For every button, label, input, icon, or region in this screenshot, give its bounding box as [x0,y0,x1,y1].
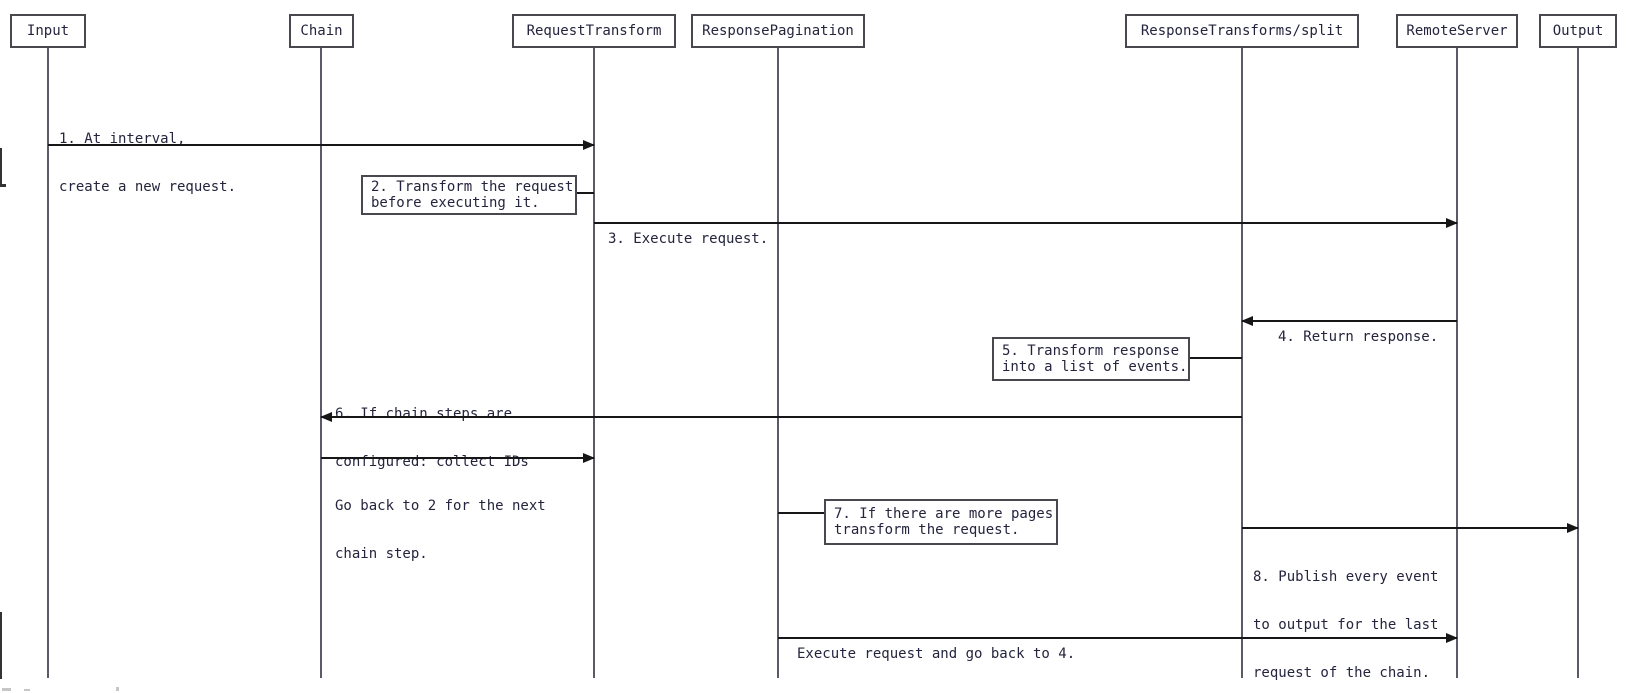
actor-label-request-transform: RequestTransform [526,23,662,39]
message-label-go-back-to-2: Go back to 2 for the next chain step. [335,466,546,594]
message-label-1: 1. At interval, create a new request. [59,99,236,227]
note-7-line-2: transform the request. [834,522,1020,538]
message-label-execute-again-line-1: Execute request and go back to 4. [797,646,1076,662]
note-7-line-1: 7. If there are more pages [834,506,1054,522]
message-label-4: 4. Return response. [1278,297,1438,377]
message-label-8-line-3: request of the chain. [1253,665,1431,681]
actor-box-response-pagination: ResponsePagination [691,14,865,48]
lifeline-response-transforms-split [1241,48,1243,678]
message-label-1-line-2: create a new request. [59,179,237,195]
note-5-line-1: 5. Transform response [1002,343,1180,359]
message-label-8: 8. Publish every event to output for the… [1253,537,1438,693]
note-box-5: 5. Transform response into a list of eve… [992,337,1190,381]
message-label-8-line-1: 8. Publish every event [1253,569,1439,585]
note-2-line-2: before executing it. [371,195,540,211]
message-label-6-line-1: 6. If chain steps are [335,406,513,422]
bottom-edge-artifact-3 [116,687,119,691]
message-label-4-line-1: 4. Return response. [1278,329,1439,345]
lifeline-response-pagination [777,48,779,678]
actor-label-remote-server: RemoteServer [1406,23,1508,39]
note-2-line-1: 2. Transform the request [371,179,574,195]
actor-label-chain: Chain [300,23,343,39]
arrowhead-left-icon [320,412,332,422]
left-edge-artifact-bottom [0,612,2,679]
arrowhead-right-icon [1446,218,1458,228]
lifeline-request-transform [593,48,595,678]
arrowhead-right-icon [1446,633,1458,643]
note-box-7: 7. If there are more pages transform the… [824,499,1058,545]
note-2-connector [577,192,594,194]
note-box-2: 2. Transform the request before executin… [361,175,577,215]
message-label-3: 3. Execute request. [608,199,768,279]
bottom-edge-artifact-1 [2,688,11,691]
lifeline-remote-server [1456,48,1458,678]
arrowhead-right-icon [583,140,595,150]
actor-box-input: Input [10,14,86,48]
message-arrow-execute-again [778,633,1458,643]
actor-box-response-transforms-split: ResponseTransforms/split [1125,14,1359,48]
actor-label-response-transforms-split: ResponseTransforms/split [1140,23,1344,39]
actor-box-remote-server: RemoteServer [1396,14,1518,48]
bottom-edge-artifact-2 [24,689,30,691]
message-arrow-go-back-to-2 [321,453,595,463]
arrowhead-right-icon [583,453,595,463]
message-label-go-back-to-2-line-1: Go back to 2 for the next [335,498,546,514]
arrowhead-left-icon [1241,316,1253,326]
actor-label-response-pagination: ResponsePagination [702,23,854,39]
message-label-go-back-to-2-line-2: chain step. [335,546,428,562]
lifeline-output [1577,48,1579,678]
message-label-execute-again: Execute request and go back to 4. [797,614,1075,693]
note-5-line-2: into a list of events. [1002,359,1188,375]
actor-label-output: Output [1552,23,1604,39]
left-edge-artifact-top [0,148,2,186]
note-7-connector [778,512,824,514]
actor-box-request-transform: RequestTransform [512,14,676,48]
lifeline-input [47,48,49,678]
actor-box-output: Output [1539,14,1617,48]
message-label-8-line-2: to output for the last [1253,617,1439,633]
message-arrow-8 [1242,523,1579,533]
message-arrow-3 [594,218,1458,228]
message-arrow-6 [320,412,1242,422]
actor-label-input: Input [26,23,70,39]
message-label-3-line-1: 3. Execute request. [608,231,769,247]
message-arrow-1 [48,140,595,150]
left-edge-artifact-top-foot [0,184,6,187]
lifeline-chain [320,48,322,678]
actor-box-chain: Chain [289,14,354,48]
message-label-1-line-1: 1. At interval, [59,131,186,147]
arrowhead-right-icon [1567,523,1579,533]
message-arrow-4 [1241,316,1457,326]
note-5-connector [1190,357,1242,359]
